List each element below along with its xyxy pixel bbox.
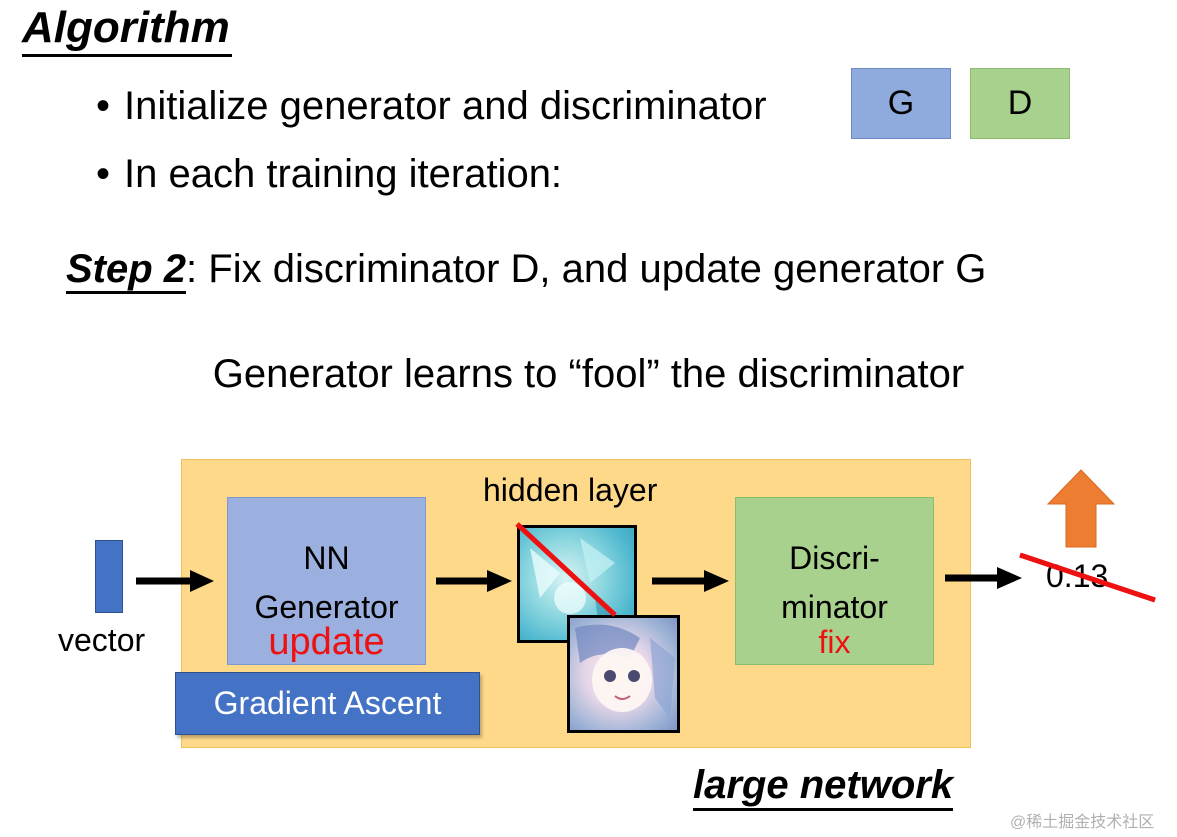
discriminator-label-line2: minator [781,589,888,625]
bullet-text: Initialize generator and discriminator [124,84,767,128]
input-vector [95,540,123,613]
bullet-initialize: • Initialize generator and discriminator [96,82,767,130]
arrow-hidden-to-discriminator [652,570,729,592]
bullet-dot: • [96,84,111,128]
strike-line-output-top [1019,553,1156,603]
gradient-ascent-label: Gradient Ascent [175,672,480,735]
discriminator-box [735,497,934,665]
discriminator-fix-label: fix [818,624,851,660]
bullet-training: • In each training iteration: [96,150,562,198]
step-text: : Fix discriminator D, and update genera… [186,247,987,291]
bullet-dot: • [96,152,111,196]
vector-label: vector [58,622,146,658]
hidden-layer-label: hidden layer [483,472,658,508]
generator-box-g: G [851,68,951,139]
arrow-vector-to-generator [136,570,214,592]
generator-label-line1: NN [303,540,350,576]
up-arrow-icon [1046,469,1116,548]
arrow-generator-to-hidden [436,570,512,592]
large-network-label: large network [693,762,954,811]
step-heading: Step 2: Fix discriminator D, and update … [66,245,987,294]
discriminator-label-line1: Discri- [789,540,880,576]
discriminator-box-d: D [970,68,1070,139]
nn-generator-box [227,497,426,665]
generator-update-label: update [268,621,385,663]
strike-line-hidden [515,522,617,617]
subtitle: Generator learns to “fool” the discrimin… [212,352,965,396]
bullet-text: In each training iteration: [124,152,563,196]
generated-image-2 [567,615,680,733]
arrow-discriminator-to-output [945,567,1022,589]
generator-label-line2: Generator [254,589,399,625]
step-label: Step 2 [66,247,187,294]
watermark: @稀土掘金技术社区 [1010,814,1155,831]
slide-title: Algorithm [22,2,232,57]
